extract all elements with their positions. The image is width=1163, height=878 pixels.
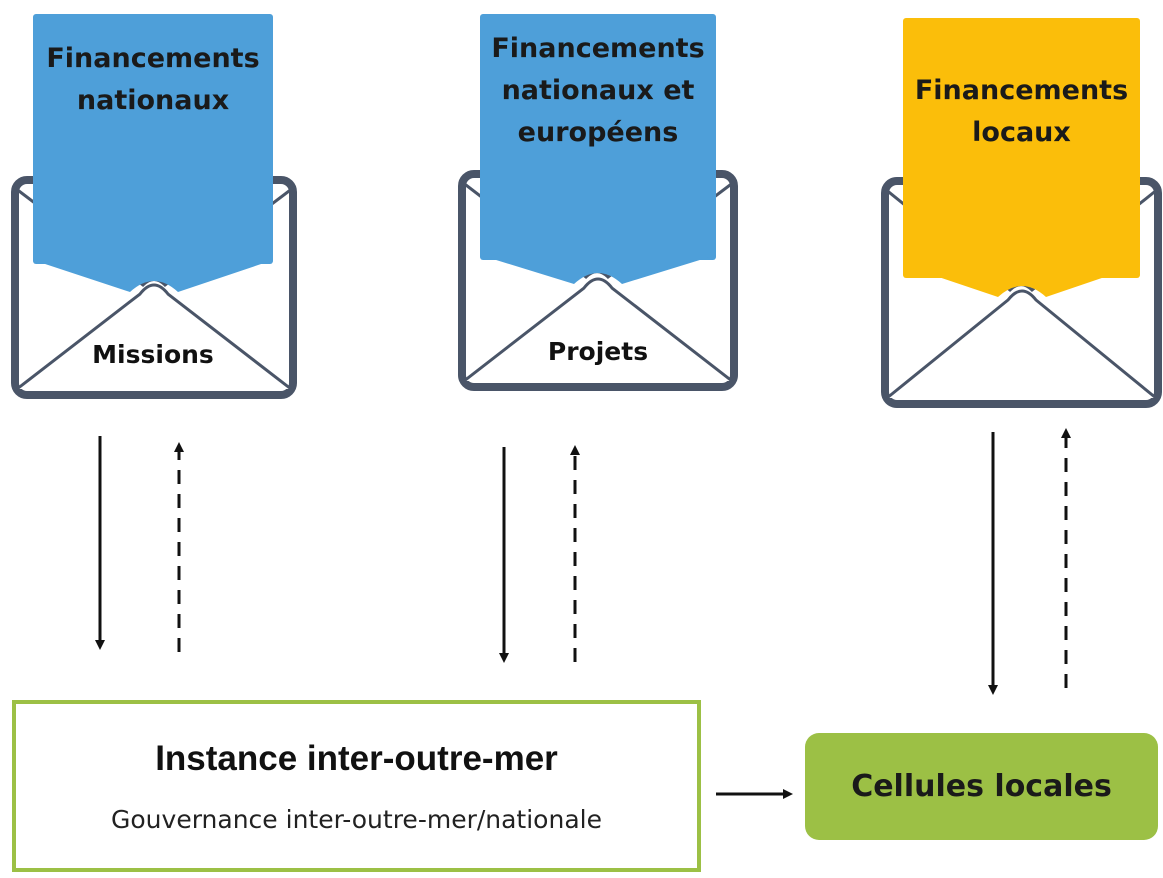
envelope-missions xyxy=(11,14,297,399)
card-line: nationaux xyxy=(76,85,230,116)
envelope-flap-front xyxy=(16,283,292,391)
envelope-label-missions: Missions xyxy=(92,340,214,369)
envelope-flap-front xyxy=(463,277,733,383)
card-line: locaux xyxy=(972,117,1071,148)
envelope-flap-front xyxy=(886,289,1157,400)
card-point xyxy=(480,176,716,284)
envelope-label-projets: Projets xyxy=(547,337,649,366)
envelope-projets xyxy=(458,14,738,391)
card-title-national: Financements nationaux xyxy=(33,38,273,122)
instance-inter-outre-mer-box: Instance inter-outre-mer Gouvernance int… xyxy=(12,700,701,872)
card-line: Financements xyxy=(491,33,705,64)
envelope-locaux xyxy=(881,18,1162,408)
card-line: Financements xyxy=(914,75,1129,106)
card-line: nationaux et xyxy=(501,75,695,106)
card-point xyxy=(903,180,1140,297)
cellules-locales-box: Cellules locales xyxy=(805,733,1158,840)
card-line: européens xyxy=(517,117,679,148)
card-title-national-european: Financements nationaux et européens xyxy=(480,28,716,154)
instance-title: Instance inter-outre-mer xyxy=(155,739,558,778)
card-line: Financements xyxy=(46,43,260,74)
instance-subtitle: Gouvernance inter-outre-mer/nationale xyxy=(111,805,602,834)
card-title-local: Financements locaux xyxy=(903,70,1140,154)
cellules-label: Cellules locales xyxy=(851,769,1112,804)
card-point xyxy=(33,180,273,292)
